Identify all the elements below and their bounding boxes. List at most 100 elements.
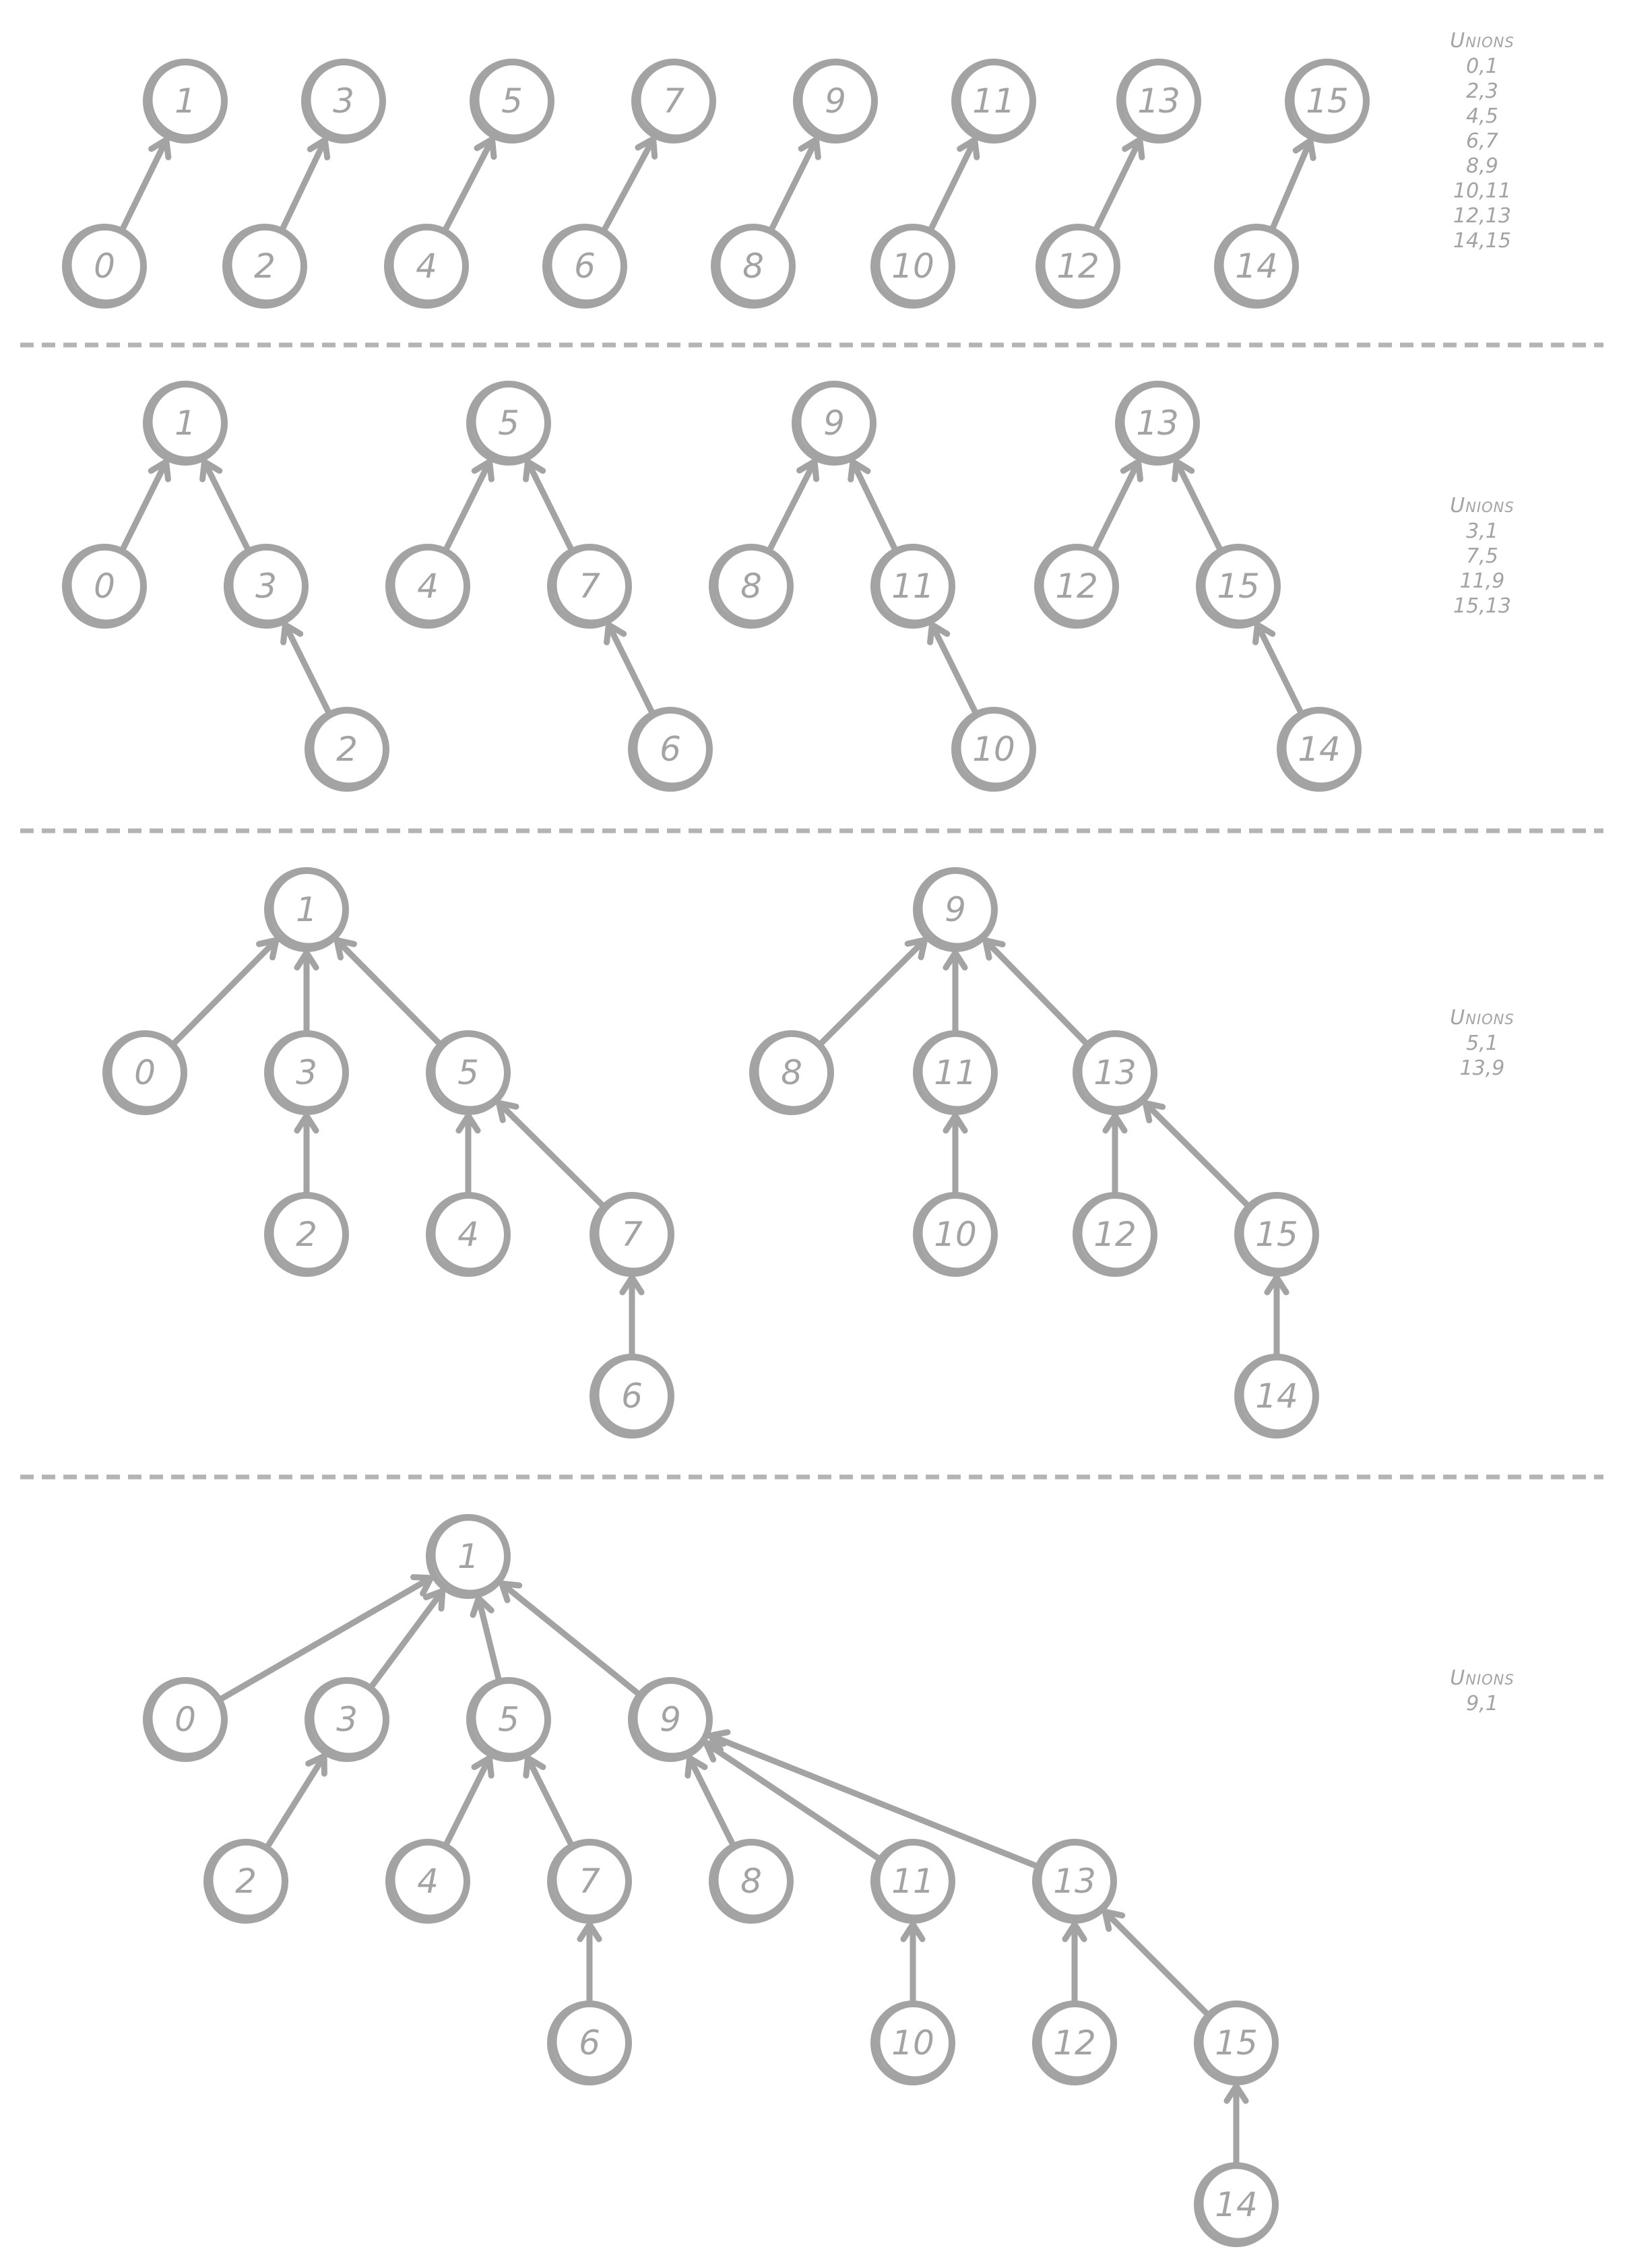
arrowhead-icon xyxy=(1062,1921,1087,1943)
edge-line xyxy=(687,1755,736,1848)
edge-8-to-9 xyxy=(818,937,928,1046)
edge-line xyxy=(201,458,251,552)
edge-7-to-5 xyxy=(523,1755,574,1848)
node-15: 15 xyxy=(1234,1192,1319,1277)
edge-6-to-7 xyxy=(577,1921,602,2005)
arrowhead-icon xyxy=(957,136,980,160)
edge-15-to-13 xyxy=(1172,458,1223,552)
edge-2-to-3 xyxy=(265,1753,327,1849)
node-circle-sketch xyxy=(637,61,714,138)
arrowhead-icon xyxy=(471,1755,495,1779)
edge-line xyxy=(1102,1908,1210,2017)
unions-title: Unions xyxy=(1450,1666,1514,1690)
node-label: 12 xyxy=(1093,1215,1137,1254)
union-item: 12,13 xyxy=(1453,204,1511,228)
node-label: 15 xyxy=(1217,567,1260,606)
arrowhead-icon xyxy=(1252,621,1276,645)
edge-line xyxy=(496,1100,606,1208)
edge-10-to-11 xyxy=(900,1921,926,2005)
edge-0-to-1 xyxy=(171,937,280,1046)
arrowhead-icon xyxy=(904,937,928,961)
node-11: 11 xyxy=(870,544,955,629)
node-circle-sketch xyxy=(472,383,549,460)
node-8: 8 xyxy=(749,1030,834,1115)
edge-line xyxy=(443,458,493,552)
node-0: 0 xyxy=(62,224,147,309)
node-circle-sketch xyxy=(1038,1841,1115,1918)
arrowhead-icon xyxy=(848,459,871,482)
arrowhead-icon xyxy=(294,1112,319,1134)
node-circle-sketch xyxy=(1038,2003,1115,2080)
node-circle-sketch xyxy=(149,383,226,460)
node-9: 9 xyxy=(628,1677,713,1762)
arrowhead-icon xyxy=(982,937,1006,961)
node-circle-sketch xyxy=(553,1841,630,1918)
edge-line xyxy=(1269,137,1314,231)
edge-13-to-9 xyxy=(707,1729,1039,1869)
node-label: 10 xyxy=(891,2023,934,2062)
node-circle-sketch xyxy=(391,1841,468,1918)
arrowhead-icon xyxy=(619,1274,645,1296)
node-circle-sketch xyxy=(432,1517,509,1594)
node-9: 9 xyxy=(792,381,877,466)
edge-12-to-13 xyxy=(1102,1112,1128,1196)
node-label: 14 xyxy=(1298,730,1341,769)
edge-10-to-11 xyxy=(928,136,980,232)
node-1: 1 xyxy=(264,867,349,952)
node-2: 2 xyxy=(264,1192,349,1277)
union-item: 13,9 xyxy=(1460,1057,1505,1080)
arrowhead-icon xyxy=(410,1574,435,1597)
edge-line xyxy=(1254,621,1304,715)
node-label: 5 xyxy=(501,82,523,121)
node-circle-sketch xyxy=(432,1033,509,1110)
node-label: 3 xyxy=(333,82,354,121)
edge-line xyxy=(524,458,574,552)
edge-line xyxy=(767,458,818,553)
arrowhead-icon xyxy=(1223,2083,1249,2104)
edges xyxy=(171,937,1289,1358)
node-label: 9 xyxy=(945,890,966,929)
edge-10-to-11 xyxy=(927,621,978,715)
node-14: 14 xyxy=(1277,707,1362,792)
edge-line xyxy=(443,1755,492,1848)
node-6: 6 xyxy=(628,707,713,792)
node-14: 14 xyxy=(1194,2162,1279,2247)
node-circle-sketch xyxy=(270,1195,347,1271)
edge-line xyxy=(525,1755,574,1848)
edges xyxy=(218,1574,1249,2166)
node-3: 3 xyxy=(224,544,309,629)
edge-4-to-5 xyxy=(443,458,495,552)
node-circle-sketch xyxy=(553,2003,630,2080)
node-label: 1 xyxy=(174,82,196,121)
node-label: 11 xyxy=(972,82,1015,121)
arrowhead-icon xyxy=(148,136,172,160)
node-circle-sketch xyxy=(717,226,794,303)
arrowhead-icon xyxy=(577,1921,602,1943)
node-2: 2 xyxy=(305,707,389,792)
node-label: 5 xyxy=(457,1053,479,1092)
union-item: 0,1 xyxy=(1466,55,1498,78)
edge-line xyxy=(369,1587,446,1689)
unions-title: Unions xyxy=(1450,29,1514,53)
node-3: 3 xyxy=(301,59,386,144)
edge-line xyxy=(1092,458,1142,552)
node-circle-sketch xyxy=(1200,2165,1277,2242)
edge-12-to-13 xyxy=(1092,458,1143,552)
node-circle-sketch xyxy=(919,870,996,947)
node-5: 5 xyxy=(466,381,551,466)
node-12: 12 xyxy=(1034,544,1119,629)
node-circle-sketch xyxy=(1040,546,1117,623)
union-item: 8,9 xyxy=(1466,154,1498,178)
node-circle-sketch xyxy=(311,710,387,786)
node-6: 6 xyxy=(590,1354,674,1439)
edge-4-to-5 xyxy=(443,136,497,232)
node-4: 4 xyxy=(426,1192,511,1277)
node-label: 13 xyxy=(1137,82,1180,121)
node-circle-sketch xyxy=(715,1841,792,1918)
node-label: 11 xyxy=(891,567,934,606)
arrowhead-icon xyxy=(796,458,820,482)
edge-12-to-13 xyxy=(1093,136,1145,232)
node-12: 12 xyxy=(1032,2001,1117,2085)
